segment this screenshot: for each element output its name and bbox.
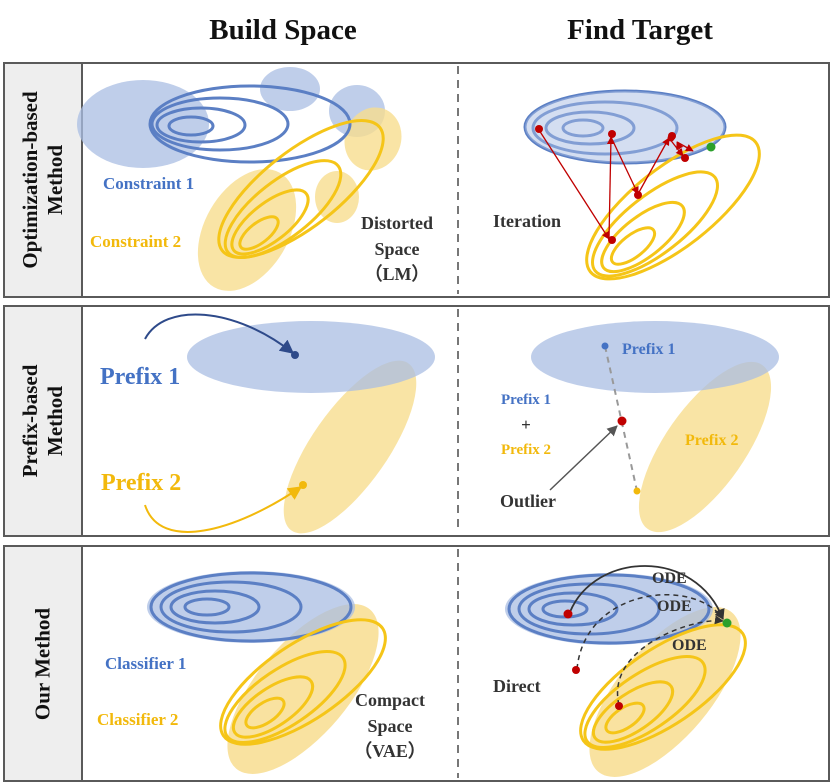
- find-classifier1-region: [505, 573, 713, 645]
- prefix1-point: [291, 351, 299, 359]
- start-point: [572, 666, 580, 674]
- ode-trajectory-dashed: [576, 593, 724, 670]
- space-label-line3: （VAE）: [354, 741, 426, 761]
- classifier2-label: Classifier 2: [97, 710, 178, 729]
- target-point: [706, 142, 716, 152]
- row-label-our-method: Our Method: [5, 547, 83, 780]
- constraint2-contours: [217, 119, 385, 259]
- ode-label: ODE: [652, 570, 687, 587]
- find-prefix1-region: [531, 321, 779, 393]
- classifier1-region: [147, 571, 355, 643]
- target-point: [722, 618, 732, 628]
- ode-label: ODE: [672, 637, 707, 654]
- iteration-label: Iteration: [493, 211, 561, 231]
- prefix-diagram: Prefix 1 Prefix 2 Prefix 1 Prefix 2 Pref…: [100, 309, 779, 534]
- direct-label: Direct: [493, 676, 541, 696]
- distortion-blob: [315, 171, 359, 223]
- space-label-line1: Compact: [355, 690, 425, 710]
- space-label-line2: Space: [368, 716, 413, 736]
- constraint1-contours: [148, 84, 352, 164]
- space-label-line2: Space: [375, 239, 420, 259]
- constraint1-label: Constraint 1: [103, 174, 194, 193]
- distortion-blob: [344, 107, 402, 171]
- prefix1-label: Prefix 1: [100, 364, 180, 390]
- find-prefix2-label: Prefix 2: [685, 432, 738, 449]
- classifier2-contours: [219, 618, 387, 746]
- prefix1-arrow: [144, 313, 295, 354]
- find-prefix2-region: [638, 361, 772, 533]
- prefix2-region: [283, 360, 417, 534]
- prefix2-arrow: [144, 486, 303, 533]
- start-point: [563, 609, 573, 619]
- prefix2-point: [299, 481, 307, 489]
- mix-label-line2: Prefix 2: [501, 442, 551, 458]
- iteration-points: [535, 125, 689, 244]
- prefix2-label: Prefix 2: [101, 470, 181, 496]
- space-label-line1: Distorted: [361, 213, 433, 233]
- ode-trajectory-solid: [569, 565, 725, 621]
- our-method-diagram: Classifier 1 Classifier 2 Compact Space …: [97, 549, 747, 778]
- ode-label: ODE: [657, 598, 692, 615]
- mix-label-line1: Prefix 1: [501, 392, 551, 408]
- row-our-method: Our Method Classifier 1 Classifier 2 Com…: [3, 545, 830, 782]
- find-classifier2-region: [589, 607, 741, 777]
- header-build-space: Build Space: [209, 14, 357, 46]
- classifier1-contours: [149, 571, 353, 643]
- find-constraint1-region: [525, 91, 725, 163]
- find-prefix1-point: [601, 342, 609, 350]
- find-prefix1-label: Prefix 1: [622, 341, 675, 358]
- header-find-target: Find Target: [567, 14, 713, 46]
- mix-label-plus: +: [521, 415, 531, 434]
- find-prefix2-point: [633, 487, 641, 495]
- outlier-arrow: [549, 425, 618, 491]
- classifier1-label: Classifier 1: [105, 654, 186, 673]
- space-label-line3: （LM）: [365, 264, 430, 284]
- outlier-point: [617, 416, 627, 426]
- ode-trajectory-dashed: [616, 615, 724, 706]
- constraint1-region: [77, 80, 209, 168]
- optimization-diagram: Constraint 1 Constraint 2 Distorted Spac…: [77, 66, 761, 294]
- outlier-label: Outlier: [500, 491, 556, 511]
- prefix1-region: [187, 321, 435, 393]
- interpolation-line: [604, 345, 638, 492]
- constraint2-label: Constraint 2: [90, 232, 181, 251]
- start-point: [615, 702, 623, 710]
